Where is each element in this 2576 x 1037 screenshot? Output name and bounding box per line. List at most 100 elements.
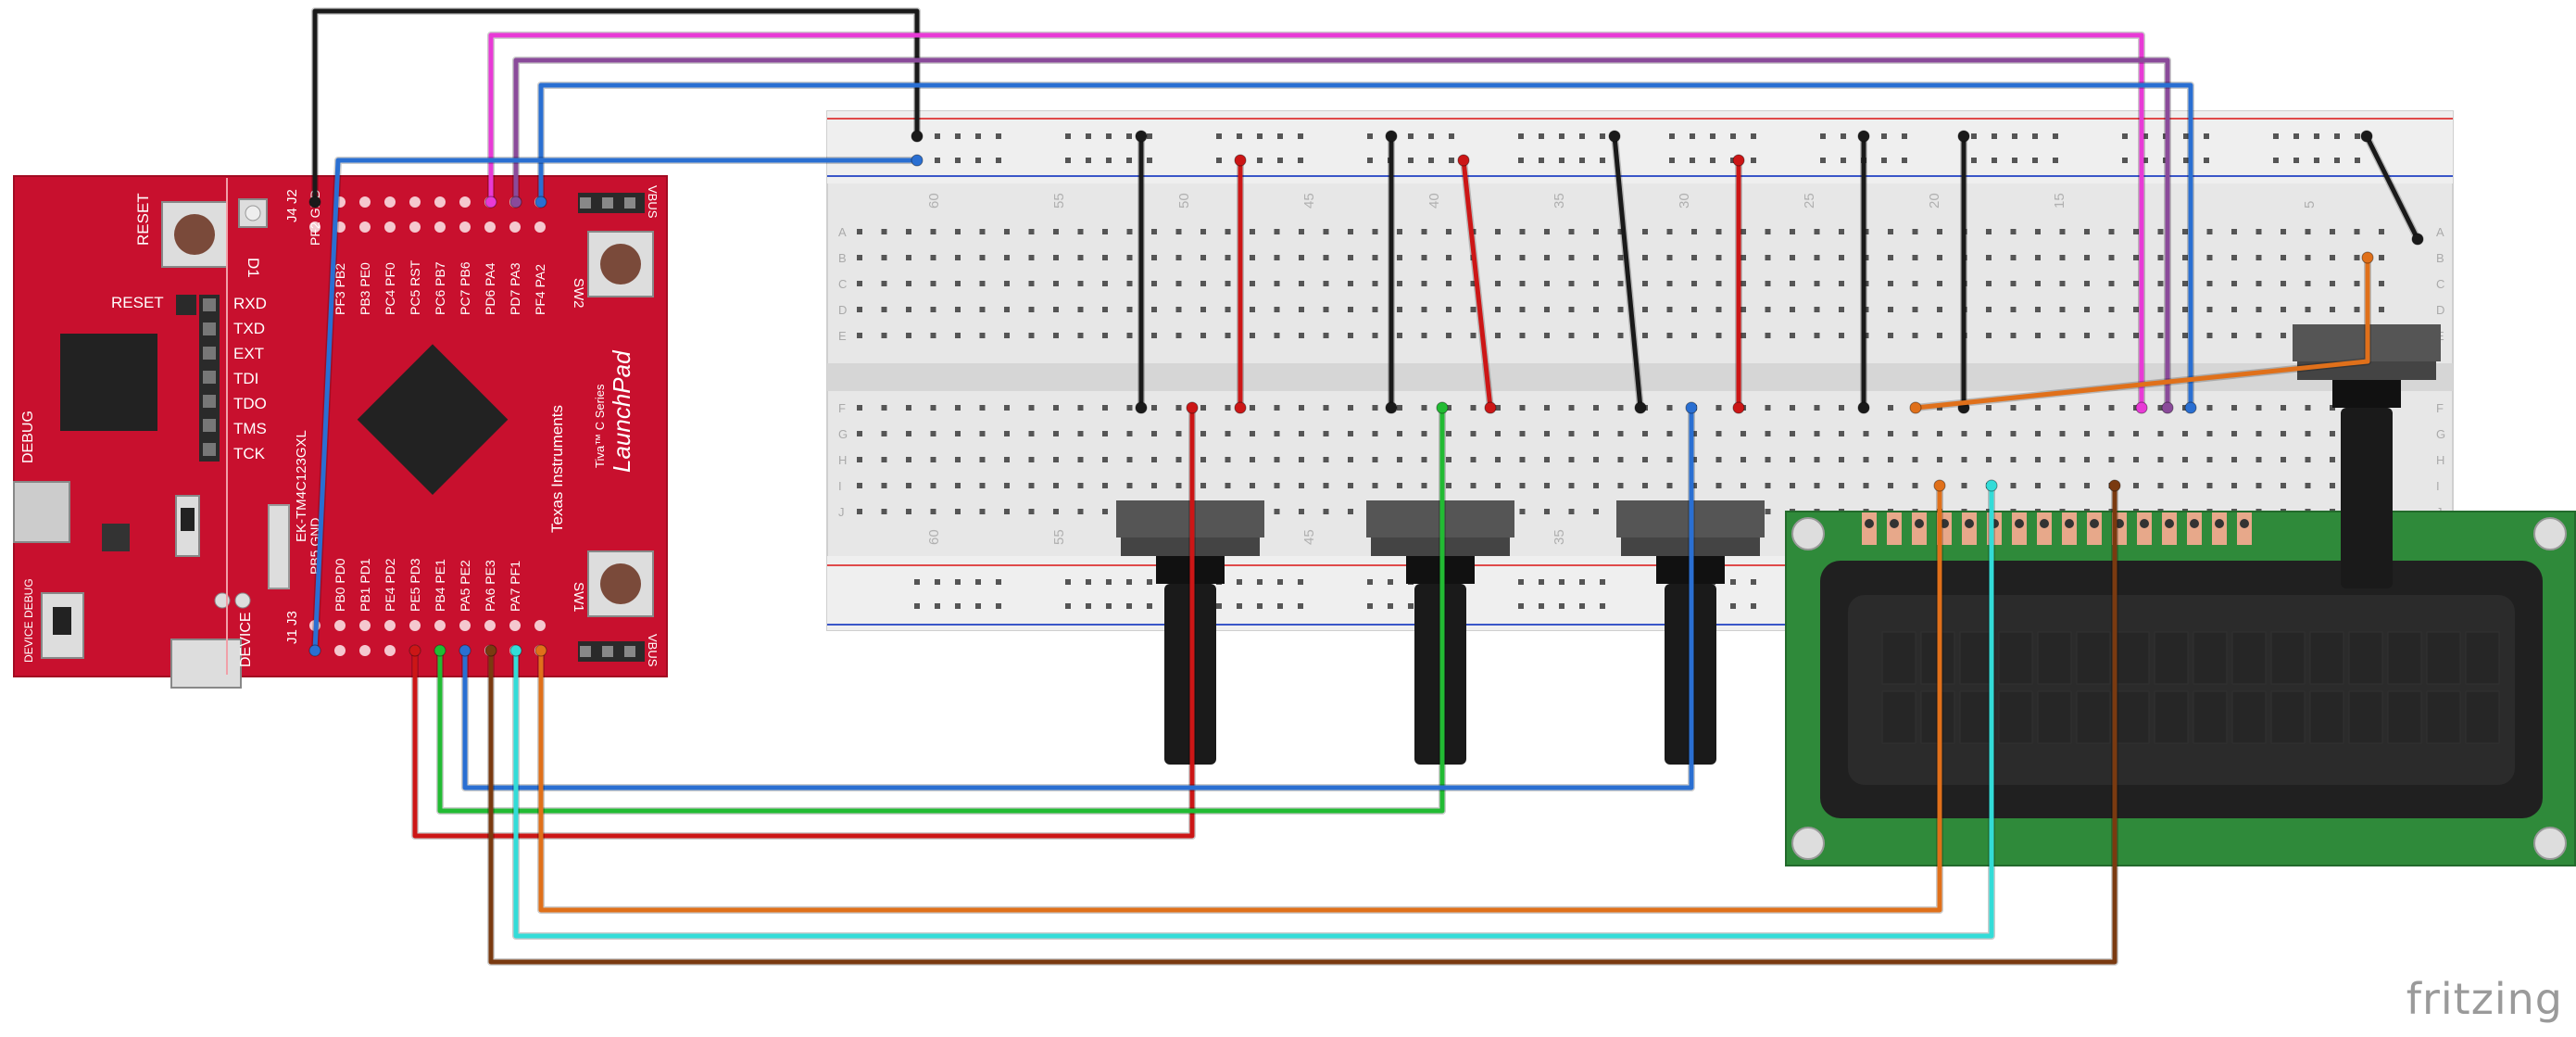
rail-hole (1367, 133, 1373, 139)
jtag-label: TDO (233, 395, 267, 412)
rail-hole (1751, 579, 1756, 585)
breadboard-hole (1495, 483, 1501, 488)
breadboard-hole (857, 307, 862, 312)
product-label: LaunchPad (608, 349, 635, 473)
breadboard-hole (906, 333, 911, 338)
breadboard-hole (1323, 431, 1329, 436)
rail-hole (935, 158, 940, 163)
breadboard-hole (1323, 509, 1329, 514)
breadboard-hole (1715, 255, 1722, 260)
j1j3-label: J1 J3 (284, 611, 300, 644)
lcd-pin-hole (2215, 519, 2224, 528)
wire-end (1933, 479, 1946, 492)
breadboard-hole (2157, 431, 2164, 436)
rail-hole (1559, 579, 1564, 585)
rail-hole (1065, 579, 1071, 585)
header-pin (409, 196, 421, 208)
breadboard-hole (1102, 509, 1108, 514)
breadboard-hole (906, 431, 911, 436)
rail-hole (1559, 603, 1564, 609)
header-pin (409, 620, 421, 631)
breadboard-hole (1151, 229, 1157, 234)
wire (488, 486, 2117, 965)
breadboard-hole (1102, 229, 1108, 234)
breadboard-hole (1053, 457, 1059, 462)
breadboard-hole (1814, 483, 1820, 488)
wire (513, 57, 2170, 408)
breadboard-hole (1004, 483, 1010, 488)
breadboard-hole (930, 457, 936, 462)
breadboard-hole (1691, 483, 1697, 488)
breadboard-hole (1274, 307, 1280, 312)
lcd-cell (2309, 631, 2344, 685)
lcd-cell (2270, 690, 2306, 744)
lcd-cell (2115, 631, 2150, 685)
breadboard-hole (2010, 483, 2017, 488)
header-label: PA5 PE2 (458, 560, 472, 612)
header-pin (459, 620, 471, 631)
breadboard-hole (1839, 431, 1844, 436)
lcd-cell (2465, 690, 2500, 744)
rail-hole (1539, 603, 1544, 609)
rail-hole (1820, 133, 1826, 139)
rail-hole (2012, 158, 2017, 163)
breadboard-hole (1053, 405, 1059, 411)
breadboard-hole (2084, 405, 2090, 411)
header-label: PA6 PE3 (483, 560, 497, 612)
wire (437, 408, 1445, 814)
breadboard-hole (1151, 457, 1157, 462)
wire (2364, 134, 2420, 241)
breadboard-hole (1077, 483, 1084, 488)
lcd-pin (2012, 512, 2027, 545)
header-label: PD6 PA4 (483, 262, 497, 315)
column-number: 30 (1677, 193, 1692, 209)
breadboard-hole (1839, 281, 1844, 286)
breadboard-hole (2182, 307, 2188, 312)
breadboard-hole (1839, 229, 1844, 234)
breadboard-hole (1642, 307, 1648, 312)
breadboard-hole (881, 405, 887, 411)
row-letter: F (838, 401, 846, 415)
breadboard-hole (2256, 483, 2262, 488)
breadboard-hole (1519, 483, 1526, 488)
breadboard-hole (1151, 281, 1157, 286)
breadboard-hole (979, 431, 986, 436)
lcd-cell (2348, 690, 2383, 744)
wire-end (1234, 401, 1247, 414)
wire (1612, 135, 1643, 409)
breadboard-hole (1397, 431, 1402, 436)
breadboard-hole (1077, 307, 1084, 312)
lcd-screw-br (2533, 827, 2567, 860)
breadboard-hole (2182, 255, 2188, 260)
rail-hole (975, 579, 981, 585)
header-label: PC5 RST (408, 259, 422, 315)
breadboard-hole (2059, 281, 2066, 286)
breadboard-hole (1715, 229, 1722, 234)
usb-device-port (170, 639, 242, 689)
breadboard-hole (1299, 509, 1304, 514)
breadboard-hole (2133, 281, 2139, 286)
rail-hole (1881, 158, 1887, 163)
header-pin (624, 197, 635, 209)
wire-end (1985, 479, 1998, 492)
breadboard-hole (1446, 483, 1451, 488)
breadboard-hole (2035, 457, 2041, 462)
breadboard-hole (1028, 483, 1035, 488)
wire-end (2108, 479, 2121, 492)
breadboard-hole (2305, 307, 2311, 312)
lcd-cell (2231, 690, 2267, 744)
breadboard-hole (1568, 307, 1575, 312)
rail-hole (1751, 133, 1756, 139)
breadboard-hole (1470, 483, 1476, 488)
breadboard-hole (1765, 431, 1771, 436)
lcd-pin (2187, 512, 2202, 545)
breadboard-hole (1568, 431, 1575, 436)
rail-hole (1841, 158, 1846, 163)
breadboard-hole (955, 483, 961, 488)
breadboard-hole (1446, 255, 1451, 260)
breadboard-hole (1666, 405, 1673, 411)
breadboard-hole (1790, 457, 1795, 462)
rail-hole (1971, 133, 1977, 139)
rail-hole (1600, 603, 1605, 609)
wire-end (1857, 401, 1870, 414)
